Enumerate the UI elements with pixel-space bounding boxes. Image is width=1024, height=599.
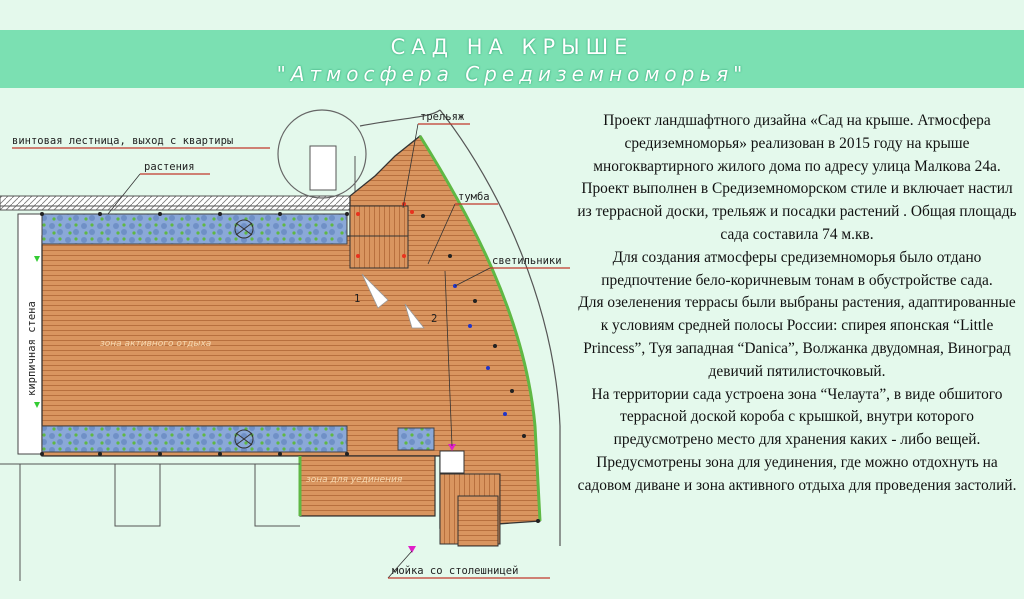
label-sink: мойка со столешницей [392,565,518,577]
title-line-1: САД НА КРЫШЕ [390,35,634,59]
spiral-stair [277,109,367,199]
cabinet-box [349,205,409,269]
privacy-zone-deck [299,455,436,517]
project-description: Проект ландшафтного дизайна «Сад на крыш… [577,110,1017,498]
description-paragraph-2: Для создания атмосферы средиземноморья б… [601,248,993,289]
label-plants: растения [144,161,195,173]
parapet-top [0,195,361,211]
arrow-2-label: 2 [431,313,437,325]
view-arrow-2 [404,303,425,329]
view-arrow-1 [361,273,389,309]
title-line-2: "Атмосфера Средиземноморья" [276,62,748,86]
label-lights: светильники [492,255,562,267]
label-brick-wall: кирпичная стена [26,301,38,396]
label-privacy-zone: зона для уединения [306,475,403,485]
description-paragraph-1: Проект ландшафтного дизайна «Сад на крыш… [577,112,1017,243]
label-active-zone: зона активного отдыха [100,339,211,349]
planter-top [41,213,348,245]
brick-wall [17,213,43,455]
title-banner: САД НА КРЫШЕ "Атмосфера Средиземноморья" [0,30,1024,88]
label-trellis: трельяж [420,111,465,123]
arrow-1-label: 1 [354,293,360,305]
label-cabinet: тумба [458,191,490,203]
description-paragraph-4: На территории сада устроена зона “Челаут… [577,385,1017,494]
planter-bottom [41,425,348,453]
description-paragraph-3: Для озеленения террасы были выбраны раст… [578,294,1016,380]
label-spiral-stair: винтовая лестница, выход с квартиры [12,135,233,147]
garden-plan: 1 2 винтовая лестница, выход с квартиры … [0,96,575,599]
